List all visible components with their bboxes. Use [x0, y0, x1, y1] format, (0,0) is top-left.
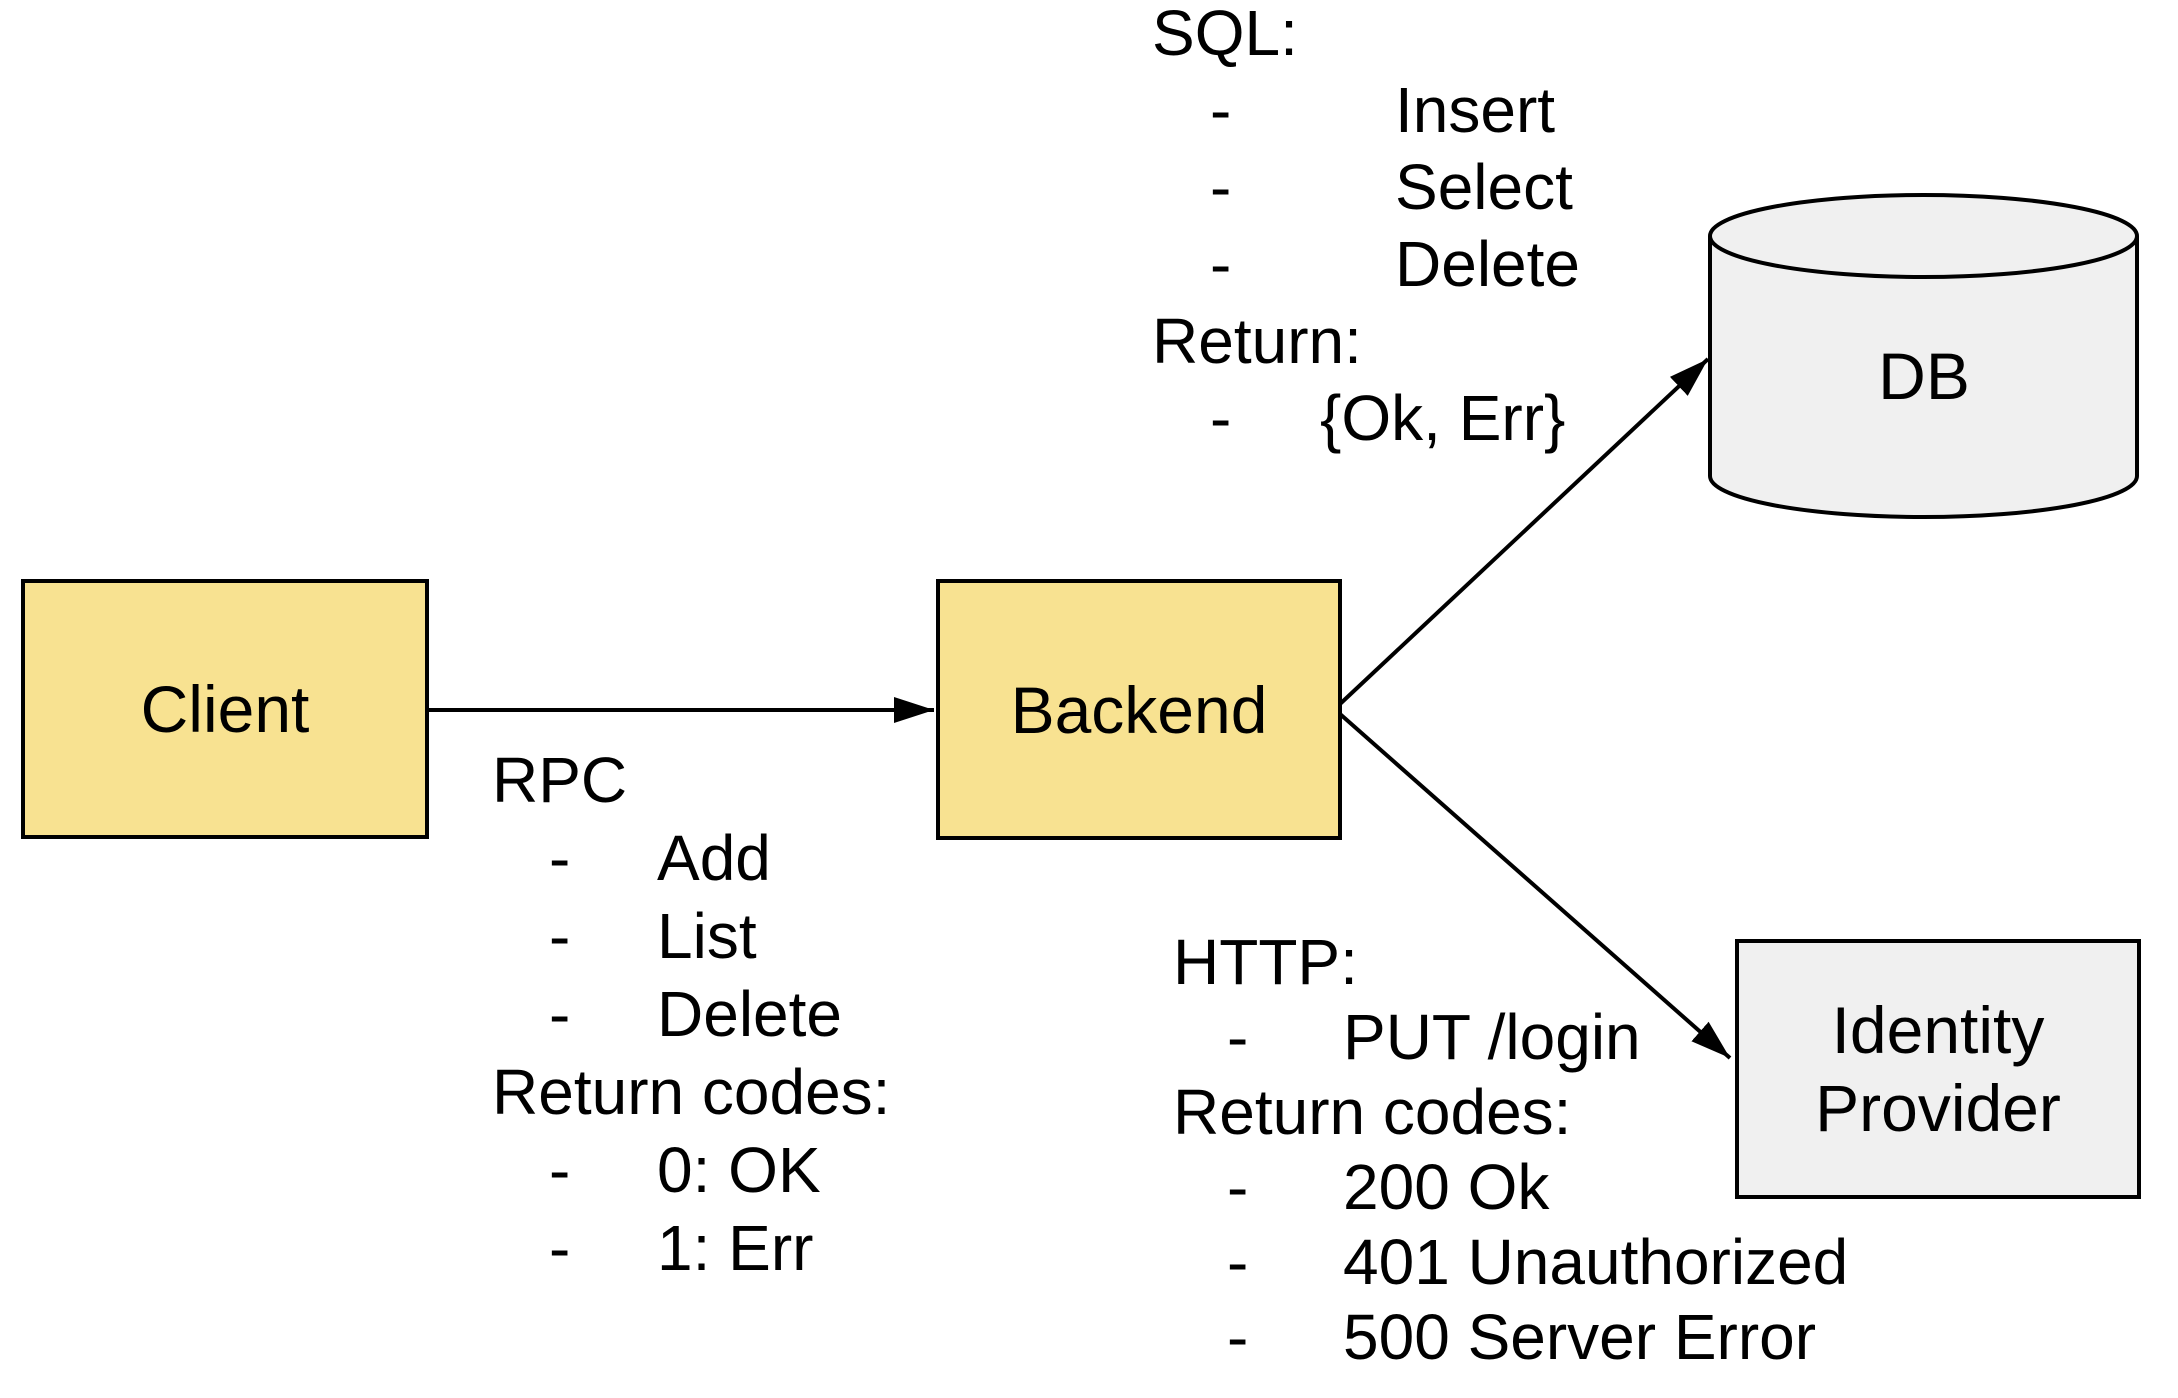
sql-bullet-label: Select [1395, 151, 1573, 223]
bullet-dash: - [1210, 74, 1232, 146]
http-bullet-label: PUT /login [1343, 1001, 1641, 1073]
backend-node-label: Backend [1010, 672, 1268, 747]
bullet-dash: - [1210, 151, 1232, 223]
rpc-bullet-list: - List [492, 897, 890, 975]
http-return-bullet-500: - 500 Server Error [1173, 1300, 1816, 1375]
rpc-bullet-delete: - Delete [492, 975, 890, 1053]
rpc-bullet-label: Delete [657, 978, 842, 1050]
http-annotation-block: HTTP: - PUT /login Return codes: - 200 O… [1173, 925, 1848, 1375]
sql-bullet-label: Insert [1395, 74, 1556, 146]
http-return-bullet-200: - 200 Ok [1173, 1150, 1571, 1225]
bullet-dash: - [549, 900, 571, 972]
bullet-dash: - [1227, 1301, 1249, 1373]
rpc-return-bullet-err: - 1: Err [492, 1209, 890, 1287]
rpc-return-label: 0: OK [657, 1134, 821, 1206]
rpc-annotation-block: RPC - Add - List - Delete Return codes: … [492, 741, 890, 1287]
sql-return-bullet: - {Ok, Err} [1152, 380, 1565, 457]
http-heading: HTTP: [1173, 926, 1358, 998]
bullet-dash: - [1210, 382, 1232, 454]
sql-bullet-insert: - Insert [1152, 72, 1555, 149]
http-return-label: 200 Ok [1343, 1151, 1550, 1223]
client-node-label: Client [140, 672, 310, 746]
sql-return-heading: Return: [1152, 305, 1362, 377]
bullet-dash: - [1227, 1226, 1249, 1298]
backend-node: Backend [936, 579, 1342, 840]
sql-return-label: {Ok, Err} [1320, 382, 1566, 454]
rpc-bullet-label: Add [657, 822, 771, 894]
arrow-backend-to-db [1338, 357, 1710, 706]
http-return-heading: Return codes: [1173, 1076, 1572, 1148]
db-cylinder-shape [1708, 193, 2139, 519]
bullet-dash: - [549, 1134, 571, 1206]
rpc-return-heading: Return codes: [492, 1056, 891, 1128]
http-return-label: 500 Server Error [1343, 1301, 1817, 1373]
http-return-bullet-401: - 401 Unauthorized [1173, 1225, 1848, 1300]
bullet-dash: - [549, 978, 571, 1050]
client-node: Client [21, 579, 429, 839]
bullet-dash: - [549, 1212, 571, 1284]
db-cylinder-top [1708, 193, 2139, 279]
db-node-label: DB [1878, 339, 1970, 413]
bullet-dash: - [549, 822, 571, 894]
identity-provider-node: Identity Provider [1735, 939, 2141, 1199]
rpc-bullet-label: List [657, 900, 757, 972]
http-bullet-put-login: - PUT /login [1173, 1000, 1641, 1075]
arrow-backend-to-identity-provider [1338, 712, 1732, 1060]
bullet-dash: - [1227, 1001, 1249, 1073]
bullet-dash: - [1227, 1151, 1249, 1223]
rpc-return-label: 1: Err [657, 1212, 814, 1284]
bullet-dash: - [1210, 228, 1232, 300]
sql-annotation-block: SQL: - Insert - Select - Delete Return: … [1152, 0, 1580, 457]
sql-bullet-delete: - Delete [1152, 226, 1580, 303]
sql-heading: SQL: [1152, 0, 1298, 69]
rpc-bullet-add: - Add [492, 819, 890, 897]
rpc-heading: RPC [492, 744, 628, 816]
rpc-return-bullet-ok: - 0: OK [492, 1131, 890, 1209]
http-return-label: 401 Unauthorized [1343, 1226, 1849, 1298]
sql-bullet-label: Delete [1395, 228, 1580, 300]
sql-bullet-select: - Select [1152, 149, 1573, 226]
db-cylinder-body [1708, 236, 2139, 519]
identity-provider-node-label: Identity Provider [1815, 993, 2061, 1145]
